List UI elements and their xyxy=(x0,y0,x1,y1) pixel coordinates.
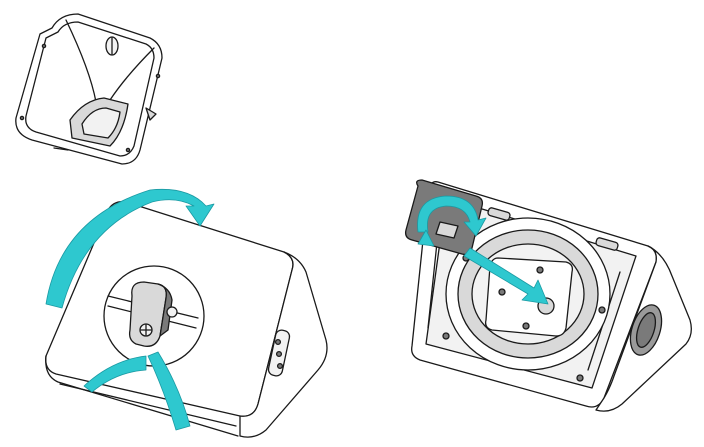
horn-screw-3 xyxy=(522,322,530,330)
grille-crease-left xyxy=(65,19,97,103)
rotate-horn-bracket xyxy=(404,179,692,412)
insert-arrow xyxy=(463,247,549,305)
handle-hole-right-inner xyxy=(635,312,657,348)
back-screw-4 xyxy=(576,374,584,382)
flip-arrow-bottom-right xyxy=(147,351,191,431)
grille-outline xyxy=(15,13,163,165)
flip-arrow-top xyxy=(45,188,215,309)
grille-foot xyxy=(145,107,157,121)
detail-bolt-star xyxy=(140,324,152,336)
back-slot-1 xyxy=(487,207,511,221)
grille-recess-inner xyxy=(81,107,121,139)
grille-screw-2 xyxy=(155,73,161,79)
horn-screw-1 xyxy=(498,288,506,296)
side-port-dot-1 xyxy=(274,338,282,346)
detail-nut xyxy=(166,306,178,318)
detail-bracket-shadow xyxy=(157,283,173,337)
horn-screw-2 xyxy=(536,266,544,274)
monitor-grille-overview xyxy=(15,13,163,165)
rotate-arrow-icon xyxy=(417,195,487,237)
cabinet-bottom-lip xyxy=(59,383,237,427)
grille-screw-1 xyxy=(41,43,47,49)
grille-screw-4 xyxy=(19,115,25,121)
grille-logo-mark xyxy=(53,147,69,151)
rotate-arrow-return xyxy=(417,229,435,247)
grille-crease-right xyxy=(109,47,155,101)
back-screw-2 xyxy=(598,306,606,314)
cabinet-front-edge xyxy=(45,355,239,437)
flip-monitor-upright xyxy=(45,188,328,438)
back-slot-2 xyxy=(595,237,619,251)
side-port-dot-3 xyxy=(276,362,284,370)
back-screw-1 xyxy=(442,332,450,340)
flip-arrow-bottom-left xyxy=(83,355,147,393)
side-port-dot-2 xyxy=(275,350,283,358)
grille-inner-edge xyxy=(25,21,155,157)
grille-screw-3 xyxy=(125,147,131,153)
horn-bracket-notch xyxy=(435,221,459,239)
